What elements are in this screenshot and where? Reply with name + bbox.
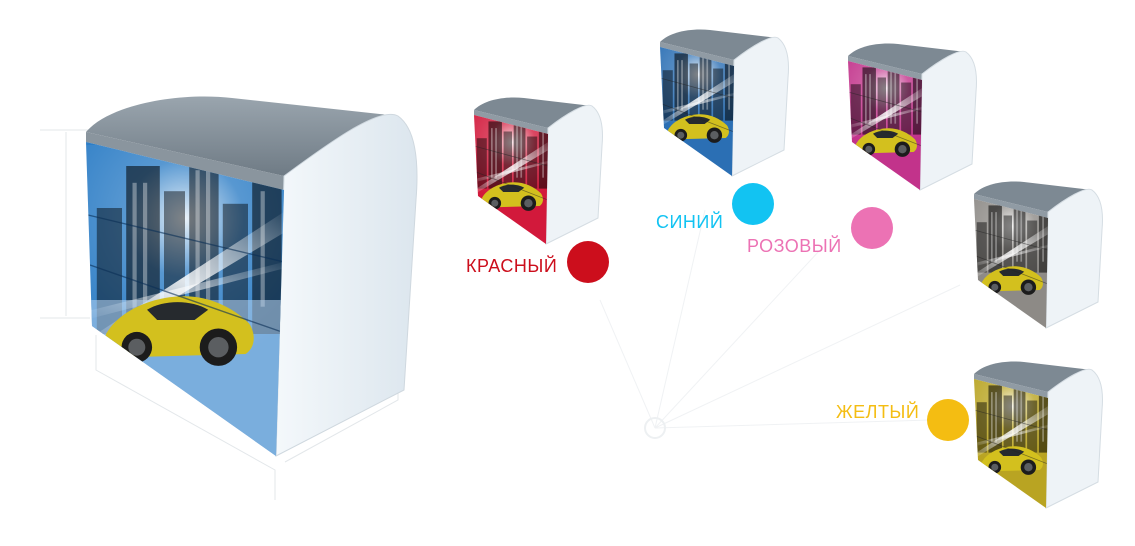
variant-chest-pink	[848, 43, 977, 191]
hub-icon	[644, 417, 666, 439]
color-swatch-pink[interactable]	[851, 207, 893, 249]
variant-chest-red	[474, 97, 603, 245]
connector-lines	[599, 209, 961, 429]
main-chest-illustration	[40, 96, 418, 500]
variant-chest-blue	[660, 29, 789, 177]
color-swatch-yellow[interactable]	[927, 399, 969, 441]
variant-label-pink: РОЗОВЫЙ	[747, 236, 842, 256]
color-swatch-red[interactable]	[567, 241, 609, 283]
variant-label-blue: СИНИЙ	[656, 212, 724, 232]
variant-label-red: КРАСНЫЙ	[466, 256, 558, 276]
color-swatch-blue[interactable]	[732, 183, 774, 225]
variant-chest-yellow	[974, 361, 1103, 509]
variant-label-yellow: ЖЕЛТЫЙ	[836, 402, 920, 422]
variant-chest-gray	[974, 181, 1103, 329]
